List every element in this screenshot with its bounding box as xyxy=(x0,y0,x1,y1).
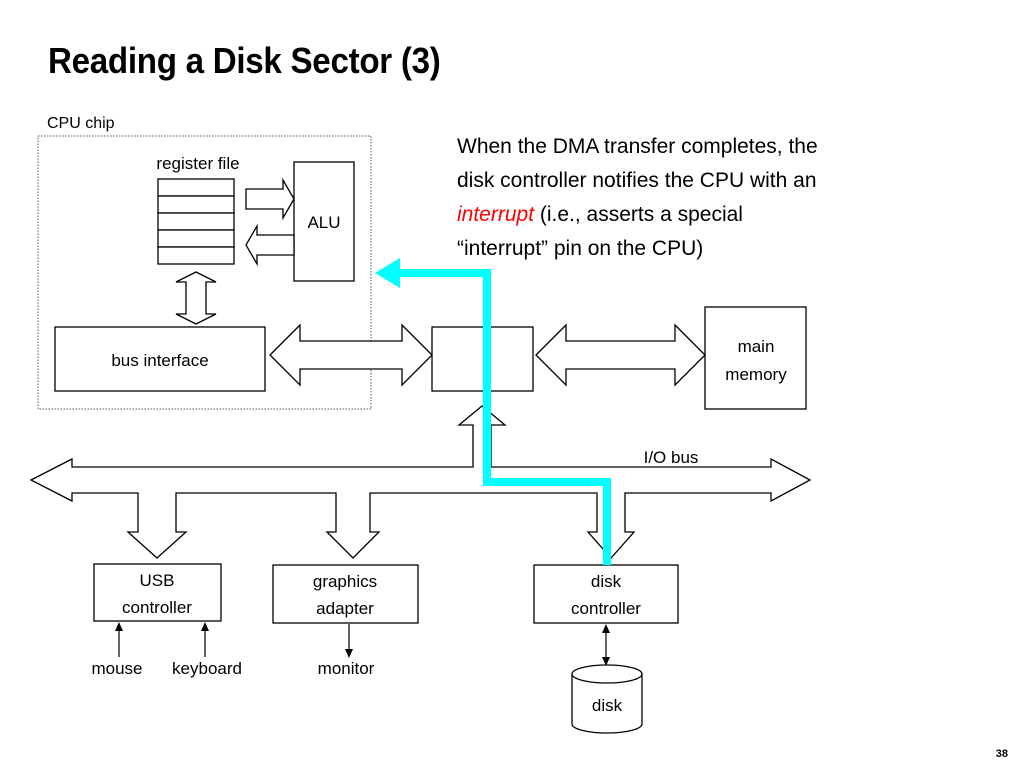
register-bus-arrow xyxy=(175,271,217,325)
monitor-label: monitor xyxy=(318,659,375,678)
register-to-alu-arrow xyxy=(245,177,295,221)
interrupt-path xyxy=(375,258,611,565)
io-bus-arrow xyxy=(29,405,812,559)
graphics-adapter-label-line-2: adapter xyxy=(316,599,374,618)
cpu-chip-boundary xyxy=(37,135,372,410)
main-memory-box xyxy=(704,306,807,410)
main-memory-label-line-2: memory xyxy=(725,365,787,384)
description-line-4: “interrupt” pin on the CPU) xyxy=(457,237,704,260)
keyboard-arrow xyxy=(201,622,209,657)
disk-controller-label-line-1: disk xyxy=(591,572,622,591)
mouse-arrow xyxy=(115,622,123,657)
graphics-adapter-label-line-1: graphics xyxy=(313,572,377,591)
bus-interface-box xyxy=(54,326,266,392)
description-line-3: (i.e., asserts a special xyxy=(534,203,743,226)
usb-controller-label-line-2: controller xyxy=(122,598,192,617)
keyboard-label: keyboard xyxy=(172,659,242,678)
cpu-chip-label: CPU chip xyxy=(47,115,115,132)
alu-box xyxy=(293,161,355,282)
io-bridge-box xyxy=(431,326,534,392)
memory-bus-arrow xyxy=(535,323,706,387)
usb-controller-box xyxy=(93,563,222,622)
interrupt-term: interrupt xyxy=(457,203,535,226)
bus-interface-label: bus interface xyxy=(111,351,208,370)
disk-controller-box xyxy=(533,564,679,624)
mouse-label: mouse xyxy=(91,659,142,678)
disk-label: disk xyxy=(592,696,623,715)
register-file xyxy=(157,178,235,265)
graphics-adapter-box xyxy=(272,564,419,624)
monitor-arrow xyxy=(345,624,353,658)
disk-cylinder xyxy=(571,664,643,734)
alu-label: ALU xyxy=(307,213,340,232)
system-bus-arrow xyxy=(269,323,433,387)
io-bus-label: I/O bus xyxy=(644,448,699,467)
usb-controller-label-line-1: USB xyxy=(140,571,175,590)
description-line-2: disk controller notifies the CPU with an xyxy=(457,169,817,192)
disk-controller-disk-arrow xyxy=(602,624,610,666)
register-file-label: register file xyxy=(156,154,239,173)
slide-title: Reading a Disk Sector (3) xyxy=(48,40,441,81)
page-number: 38 xyxy=(995,748,1008,760)
main-memory-label-line-1: main xyxy=(738,337,775,356)
description-line-1: When the DMA transfer completes, the xyxy=(457,135,818,158)
alu-to-register-arrow xyxy=(245,223,295,267)
description-text: When the DMA transfer completes, the dis… xyxy=(457,130,927,266)
disk-controller-label-line-2: controller xyxy=(571,599,641,618)
